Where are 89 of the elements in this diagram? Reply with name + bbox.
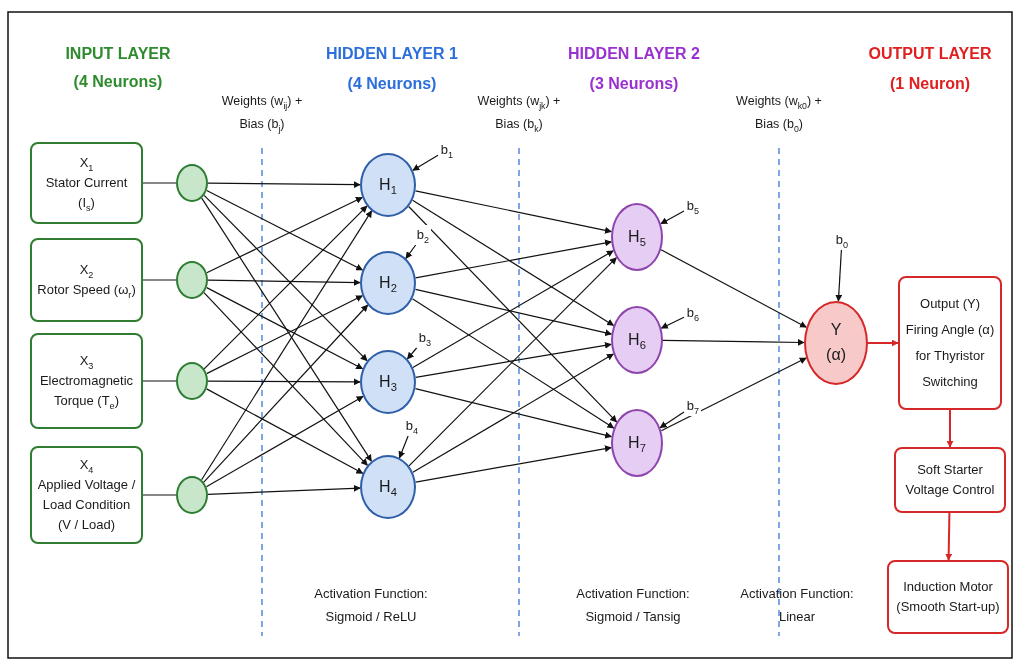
arrow: [662, 338, 805, 346]
node-label: X$_{3}$: [79, 351, 94, 371]
bias-arrow: [412, 154, 439, 171]
connector-line: [142, 279, 177, 281]
connector-line: [142, 182, 177, 184]
activation-note: Activation Function: Sigmoid / Tansig: [575, 585, 691, 627]
arrow: [412, 199, 615, 326]
arrow: [206, 287, 364, 370]
arrow: [945, 512, 953, 561]
weights-note: Weights (w$_{ij}$) + Bias (b$_{j}$): [220, 93, 304, 135]
layer-subheading: (4 Neurons): [346, 74, 438, 94]
layer-subheading: (3 Neurons): [588, 74, 680, 94]
bias-label: b$_{2}$: [414, 224, 432, 246]
bias-arrow: [835, 249, 843, 302]
arrow: [946, 409, 954, 448]
bias-arrow: [405, 244, 417, 259]
arrow: [415, 445, 612, 483]
input-neuron: [176, 362, 208, 400]
arrow: [867, 339, 899, 347]
node-label: Y (α): [825, 320, 847, 365]
input-neuron: [176, 476, 208, 514]
hidden-neuron: [360, 251, 416, 315]
node-label: X$_{2}$: [79, 260, 94, 280]
arrow: [207, 378, 361, 386]
activation-note: Activation Function: Sigmoid / ReLU: [313, 585, 429, 627]
arrow: [414, 190, 612, 234]
arrow: [206, 388, 364, 474]
arrow: [660, 249, 807, 328]
activation-note: Activation Function: Linear: [739, 585, 855, 627]
output-box: [898, 276, 1002, 410]
bias-arrow: [660, 210, 685, 225]
bias-arrow: [660, 316, 685, 329]
node-label: Rotor Speed (ω$_{r}$): [37, 281, 136, 301]
bias-arrow: [406, 347, 418, 360]
node-label: H$_{3}$: [379, 371, 397, 395]
layer-heading: HIDDEN LAYER 2: [567, 44, 701, 64]
arrow: [414, 288, 613, 337]
node-label: X$_{1}$: [79, 153, 94, 173]
node-label: Applied Voltage / Load Condition (V / Load): [37, 475, 136, 535]
arrow: [203, 304, 369, 483]
arrow: [412, 353, 614, 473]
node-label: X$_{4}$: [79, 455, 94, 475]
arrow: [411, 298, 615, 429]
node-label: H$_{7}$: [628, 432, 646, 456]
input-box: [30, 446, 143, 544]
node-label: Induction Motor (Smooth Start-up): [895, 577, 1001, 616]
process-box: [887, 560, 1009, 634]
arrow: [408, 257, 617, 467]
arrow: [415, 239, 612, 279]
node-label: Output (Y) Firing Angle (α) for Thyristor Switching: [905, 295, 995, 391]
layer-heading: OUTPUT LAYER: [867, 44, 993, 64]
layer-subheading: (1 Neuron): [889, 74, 971, 94]
arrow: [408, 205, 618, 423]
input-neuron: [176, 164, 208, 202]
node-label: H$_{5}$: [628, 226, 646, 250]
node-label: H$_{1}$: [379, 174, 397, 198]
arrow: [206, 295, 363, 375]
arrow: [207, 181, 361, 189]
node-label: H$_{4}$: [379, 476, 397, 500]
layer-heading: INPUT LAYER: [64, 44, 172, 64]
bias-arrow: [659, 411, 685, 429]
hidden-neuron: [360, 455, 416, 519]
arrow: [203, 292, 368, 466]
hidden-neuron: [360, 153, 416, 217]
node-label: Stator Current (I$_{s}$): [44, 173, 129, 214]
node-label: H$_{6}$: [628, 329, 646, 353]
node-label: H$_{2}$: [379, 272, 397, 296]
connector-line: [142, 380, 177, 382]
node-label: Electromagnetic Torque (T$_{e}$): [38, 371, 135, 412]
input-neuron: [176, 261, 208, 299]
node-label: Soft Starter Voltage Control: [904, 460, 996, 499]
weights-note: Weights (w$_{k0}$) + Bias (b$_{0}$): [736, 93, 822, 135]
arrow: [205, 395, 364, 488]
hidden-neuron: [360, 350, 416, 414]
arrow: [207, 279, 361, 286]
process-box: [894, 447, 1006, 513]
arrow: [414, 388, 613, 439]
arrow: [660, 357, 807, 432]
layer-heading: HIDDEN LAYER 1: [325, 44, 459, 64]
layer-subheading: (4 Neurons): [72, 72, 164, 92]
input-box: [30, 142, 143, 224]
arrow: [207, 484, 361, 495]
arrow: [412, 250, 614, 369]
bias-arrow: [398, 435, 409, 459]
input-box: [30, 238, 143, 322]
weights-note: Weights (w$_{jk}$) + Bias (b$_{k}$): [476, 93, 562, 135]
arrow: [415, 341, 612, 378]
input-box: [30, 333, 143, 429]
connector-line: [142, 494, 177, 496]
